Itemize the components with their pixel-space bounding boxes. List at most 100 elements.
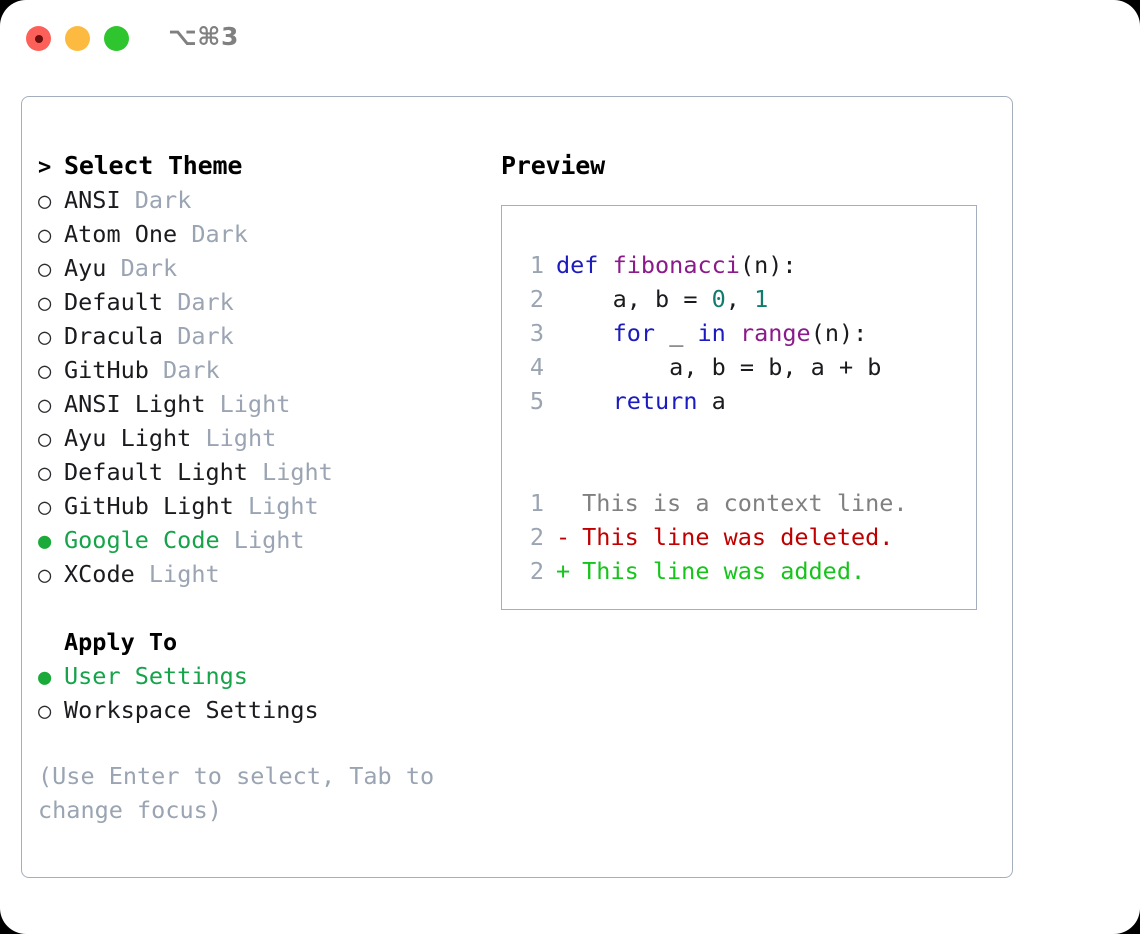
apply-to-label: User Settings bbox=[64, 662, 248, 690]
theme-list-header-label: Select Theme bbox=[64, 151, 243, 180]
title-bar: ⌥⌘3 bbox=[0, 0, 1140, 78]
theme-option-ansi[interactable]: ○ ANSI Dark bbox=[38, 183, 478, 217]
radio-unselected-icon: ○ bbox=[38, 563, 52, 588]
theme-option-ansi-light[interactable]: ○ ANSI Light Light bbox=[38, 387, 478, 421]
radio-selected-icon: ● bbox=[38, 529, 52, 554]
diff-sign: + bbox=[556, 557, 571, 585]
theme-option-default[interactable]: ○Default Dark bbox=[38, 285, 478, 319]
theme-kind: Light bbox=[205, 424, 277, 452]
theme-kind: Dark bbox=[163, 356, 220, 384]
theme-name: XCode bbox=[64, 560, 135, 588]
spacer bbox=[502, 452, 976, 486]
code-token: , bbox=[725, 285, 755, 313]
theme-list-header: > Select Theme bbox=[38, 149, 478, 183]
theme-kind: Light bbox=[219, 390, 291, 418]
window-controls bbox=[26, 26, 129, 51]
theme-kind: Dark bbox=[177, 288, 234, 316]
theme-option-github-light[interactable]: ○ GitHub Light Light bbox=[38, 489, 478, 523]
radio-unselected-icon: ○ bbox=[38, 359, 52, 384]
theme-kind: Dark bbox=[177, 322, 234, 350]
radio-unselected-icon: ○ bbox=[38, 189, 52, 214]
theme-option-ayu-light[interactable]: ○Ayu Light Light bbox=[38, 421, 478, 455]
theme-option-atom-one[interactable]: ○ Atom One Dark bbox=[38, 217, 478, 251]
diff-line-added: 2 + This line was added. bbox=[502, 554, 976, 588]
radio-unselected-icon: ○ bbox=[38, 699, 52, 724]
keyboard-hint-text: (Use Enter to select, Tab to change focu… bbox=[38, 762, 435, 824]
line-number: 4 bbox=[529, 353, 544, 381]
code-token: for bbox=[612, 319, 656, 347]
line-number: 1 bbox=[529, 489, 544, 517]
theme-kind: Dark bbox=[120, 254, 178, 282]
theme-option-dracula[interactable]: ○ Dracula Dark bbox=[38, 319, 478, 353]
diff-sign bbox=[556, 486, 568, 520]
theme-option-xcode[interactable]: ○ XCode Light bbox=[38, 557, 478, 591]
apply-to-user-settings[interactable]: ● User Settings bbox=[38, 659, 478, 693]
theme-name: GitHub Light bbox=[64, 492, 234, 520]
keyboard-shortcut-label: ⌥⌘3 bbox=[168, 22, 239, 51]
radio-unselected-icon: ○ bbox=[38, 325, 52, 350]
theme-kind: Dark bbox=[191, 220, 248, 248]
theme-kind: Dark bbox=[134, 186, 192, 214]
code-line: 2 a, b = 0, 1 bbox=[502, 282, 976, 316]
theme-name: ANSI bbox=[64, 186, 121, 214]
diff-text: This line was deleted. bbox=[568, 523, 894, 551]
spacer bbox=[38, 591, 478, 625]
code-token: 0 bbox=[711, 285, 726, 313]
diff-line-deleted: 2- This line was deleted. bbox=[502, 520, 976, 554]
code-token: (n): bbox=[810, 319, 868, 347]
line-number: 2 bbox=[529, 523, 544, 551]
line-number: 2 bbox=[529, 557, 544, 585]
theme-name: Ayu Light bbox=[64, 424, 192, 452]
theme-option-ayu[interactable]: ○ Ayu Dark bbox=[38, 251, 478, 285]
code-token: return bbox=[612, 387, 698, 415]
theme-kind: Light bbox=[262, 458, 333, 486]
radio-unselected-icon: ○ bbox=[38, 393, 52, 418]
code-token: (n): bbox=[739, 251, 797, 279]
theme-name: ANSI Light bbox=[64, 390, 206, 418]
theme-kind: Light bbox=[148, 560, 220, 588]
apply-to-label: Workspace Settings bbox=[64, 696, 319, 724]
apply-to-title: Apply To bbox=[64, 628, 178, 656]
code-token: a, b = b, a + b bbox=[556, 353, 882, 381]
theme-name: Dracula bbox=[64, 322, 164, 350]
line-number: 2 bbox=[529, 285, 544, 313]
code-token: range bbox=[739, 319, 811, 347]
caret-icon: > bbox=[38, 155, 52, 180]
code-token: fibonacci bbox=[612, 251, 740, 279]
code-token: 1 bbox=[754, 285, 769, 313]
theme-kind: Light bbox=[247, 492, 319, 520]
code-token: _ bbox=[655, 319, 698, 347]
theme-option-google-code[interactable]: ● Google Code Light bbox=[38, 523, 478, 557]
theme-option-github[interactable]: ○ GitHub Dark bbox=[38, 353, 478, 387]
diff-text: This line was added. bbox=[568, 557, 866, 585]
line-number: 1 bbox=[529, 251, 544, 279]
theme-name: Ayu bbox=[64, 254, 107, 282]
theme-name: Atom One bbox=[64, 220, 178, 248]
theme-kind: Light bbox=[233, 526, 305, 554]
theme-name: Google Code bbox=[64, 526, 220, 554]
line-number: 5 bbox=[529, 387, 544, 415]
maximize-button[interactable] bbox=[104, 26, 129, 51]
code-token bbox=[726, 319, 740, 347]
theme-selector-panel: >Select Theme ○ANSI Dark ○Atom One Dark … bbox=[21, 96, 1013, 878]
code-line: 3 for _ in range(n): bbox=[502, 316, 976, 350]
diff-line-context: 1 This is a context line. bbox=[502, 486, 976, 520]
diff-sign: - bbox=[556, 523, 571, 551]
minimize-button[interactable] bbox=[65, 26, 90, 51]
apply-to-workspace-settings[interactable]: ○ Workspace Settings bbox=[38, 693, 478, 727]
code-token: a bbox=[697, 387, 726, 415]
close-button[interactable] bbox=[26, 26, 51, 51]
radio-selected-icon: ● bbox=[38, 665, 52, 690]
radio-unselected-icon: ○ bbox=[38, 223, 52, 248]
radio-unselected-icon: ○ bbox=[38, 495, 52, 520]
theme-name: GitHub bbox=[64, 356, 149, 384]
radio-unselected-icon: ○ bbox=[38, 461, 52, 486]
theme-name: Default Light bbox=[64, 458, 248, 486]
radio-unselected-icon: ○ bbox=[38, 257, 52, 282]
preview-title: Preview bbox=[501, 151, 605, 180]
code-line: 4 a, b = b, a + b bbox=[502, 350, 976, 384]
theme-option-default-light[interactable]: ○ Default Light Light bbox=[38, 455, 478, 489]
